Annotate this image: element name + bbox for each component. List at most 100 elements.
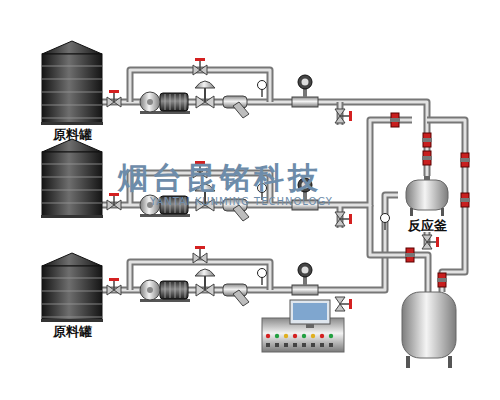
red-valve <box>437 273 447 287</box>
motor-fin <box>175 94 176 110</box>
valve-body <box>391 113 399 127</box>
valve-flange <box>460 198 470 202</box>
tank-body <box>42 152 102 216</box>
valve-handle <box>349 111 352 121</box>
valve-handle <box>349 299 352 309</box>
reactor-vessel: 反应釜 <box>398 176 456 234</box>
pump <box>140 280 190 302</box>
valve-handle <box>109 193 119 196</box>
ball-valve <box>422 235 439 249</box>
vessel-leg <box>441 208 444 216</box>
valve-flange <box>405 253 415 257</box>
vessel-leg <box>406 356 410 368</box>
y-strainer <box>223 96 249 118</box>
pressure-gauge <box>258 81 267 98</box>
valve-handle <box>195 246 205 249</box>
gauge-dial <box>258 81 267 90</box>
panel-button <box>275 334 279 338</box>
gauge-dial <box>258 269 267 278</box>
motor-fin <box>185 282 186 298</box>
motor-fin <box>170 282 171 298</box>
red-valve <box>460 153 470 167</box>
tank-band <box>42 118 102 119</box>
tank-body <box>42 266 102 320</box>
vessel-leg <box>448 356 452 368</box>
tank-base <box>41 215 103 218</box>
tank-band <box>42 177 102 178</box>
tank-band <box>42 317 102 318</box>
strainer-leg <box>233 205 249 221</box>
panel-button <box>329 334 333 338</box>
tank-base <box>41 319 103 322</box>
feed-pipe <box>102 120 412 205</box>
valve-body <box>406 248 414 262</box>
pipe-network <box>102 70 465 292</box>
panel-switch <box>293 343 297 347</box>
ball-valve <box>107 193 121 210</box>
pipe-outline <box>102 70 465 292</box>
panel-switch <box>329 343 333 347</box>
panel-switch <box>266 343 270 347</box>
valve-stem <box>204 276 206 290</box>
valve-body <box>461 153 469 167</box>
gauge-dial <box>381 214 390 223</box>
tank-band <box>42 278 102 279</box>
equipment-label: 原料罐 <box>42 125 102 143</box>
valve-flange <box>422 156 432 160</box>
monitor-stand <box>306 324 314 328</box>
pump <box>140 92 190 114</box>
ball-valve <box>335 109 352 123</box>
vessel-body <box>402 292 456 358</box>
tank-body <box>42 54 102 123</box>
meter-dial <box>302 79 309 86</box>
tank-band <box>42 304 102 305</box>
panel-switch <box>302 343 306 347</box>
gauge-stem <box>384 222 386 230</box>
valve-stem <box>199 61 201 70</box>
valve-stem <box>340 218 349 220</box>
pump-eye <box>147 99 153 105</box>
strainer-leg <box>233 102 249 118</box>
valve-handle <box>349 214 352 224</box>
raw-material-tank: 原料罐 <box>42 40 102 143</box>
valve-flange <box>460 158 470 162</box>
actuator <box>195 269 215 276</box>
pressure-gauge <box>381 214 390 231</box>
monitor-screen <box>293 303 327 320</box>
motor <box>160 93 188 111</box>
valve-body <box>423 133 431 147</box>
vessel-leg <box>410 208 413 216</box>
tank-band <box>42 203 102 204</box>
raw-material-tank <box>41 139 103 218</box>
valve-handle <box>436 237 439 247</box>
watermark: 烟台昆铭科技 <box>118 158 322 199</box>
tank-band <box>42 92 102 93</box>
raw-material-tank: 原料罐 <box>42 252 102 340</box>
ball-valve <box>193 246 207 263</box>
red-valve <box>422 151 432 165</box>
valve-handle <box>109 90 119 93</box>
y-strainer <box>223 284 249 306</box>
tank-band <box>42 66 102 67</box>
ball-valve <box>335 212 352 226</box>
tank-band <box>42 291 102 292</box>
valve-stem <box>427 241 436 243</box>
pipe-highlight <box>102 70 465 292</box>
tank-band <box>42 164 102 165</box>
meter-tube <box>292 285 318 295</box>
monitor <box>290 300 330 324</box>
meter-head <box>298 75 312 89</box>
motor-fin <box>185 94 186 110</box>
tank-shape <box>42 252 102 322</box>
panel-switch <box>275 343 279 347</box>
panel-switch <box>311 343 315 347</box>
motor-fin <box>170 94 171 110</box>
control-panel <box>262 300 344 352</box>
tank-roof <box>42 41 102 54</box>
control-valve <box>195 81 215 108</box>
feed-pipe <box>102 120 412 205</box>
vessel-body <box>406 180 448 210</box>
pressure-gauge <box>258 269 267 286</box>
motor-fin <box>175 282 176 298</box>
equipment-label: 反应釜 <box>398 216 456 234</box>
